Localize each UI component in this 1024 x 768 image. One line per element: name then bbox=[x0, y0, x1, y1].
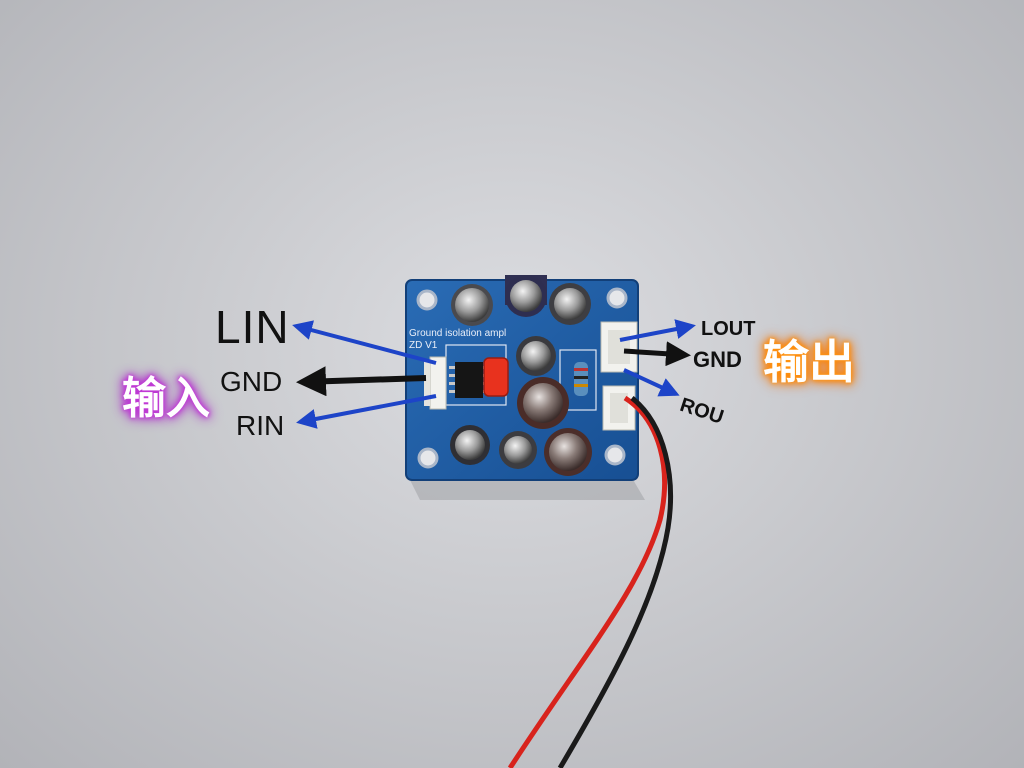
output-connector-top bbox=[600, 321, 638, 373]
input-label-chinese: 输入 bbox=[122, 373, 210, 424]
pcb-silkscreen-version: ZD V1 bbox=[409, 340, 438, 351]
power-connector bbox=[602, 385, 636, 431]
mounting-hole bbox=[604, 444, 626, 466]
lin-arrow bbox=[292, 320, 437, 365]
rou-arrow bbox=[623, 368, 680, 397]
capacitor bbox=[499, 431, 537, 469]
ic-chip bbox=[449, 362, 489, 398]
capacitor bbox=[450, 425, 490, 465]
red-wire bbox=[507, 395, 667, 768]
output-label-chinese: 输出 bbox=[763, 335, 855, 389]
rin-label: RIN bbox=[236, 410, 285, 441]
capacitor bbox=[505, 275, 547, 317]
lout-arrow bbox=[619, 319, 696, 342]
mounting-hole bbox=[606, 287, 628, 309]
capacitor bbox=[451, 284, 493, 326]
resistor bbox=[574, 362, 588, 396]
capacitor bbox=[544, 428, 592, 476]
gnd-input-label: GND bbox=[220, 366, 283, 397]
red-component bbox=[483, 357, 509, 397]
board-shadow bbox=[410, 478, 645, 500]
capacitor bbox=[549, 283, 591, 325]
rin-arrow bbox=[296, 394, 437, 429]
gnd-left-arrow bbox=[296, 366, 427, 397]
black-wire bbox=[557, 396, 673, 768]
gnd-right-arrow bbox=[623, 341, 691, 367]
gnd-output-label: GND bbox=[693, 347, 742, 372]
capacitor bbox=[516, 336, 556, 376]
pcb-silkscreen-title: Ground isolation ampl bbox=[409, 328, 507, 339]
mounting-hole bbox=[416, 289, 438, 311]
capacitor bbox=[517, 377, 569, 429]
mounting-hole bbox=[417, 447, 439, 469]
lin-label: LIN bbox=[215, 301, 290, 353]
lout-label: LOUT bbox=[701, 318, 756, 340]
